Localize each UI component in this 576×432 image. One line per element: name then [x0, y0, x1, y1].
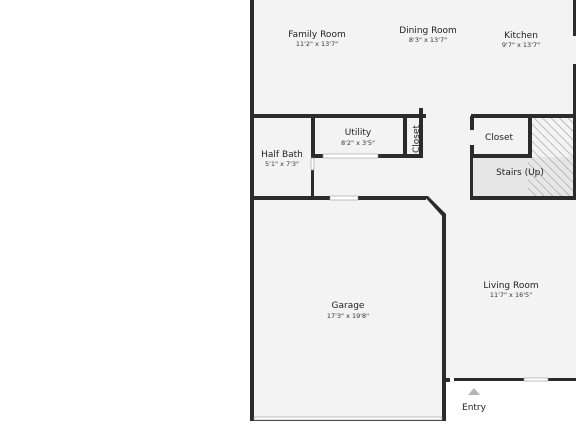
- room-dims-utility: 8'2" x 3'5": [341, 139, 375, 147]
- stairs: [471, 118, 576, 197]
- room-name-utility: Utility: [345, 128, 372, 138]
- room-name-family-room: Family Room: [288, 30, 345, 40]
- room-name-closet-utility: Closet: [412, 125, 422, 154]
- room-name-garage: Garage: [332, 301, 365, 311]
- room-name-half-bath: Half Bath: [261, 150, 303, 160]
- entry-label: Entry: [462, 403, 487, 413]
- room-dims-dining-room: 8'3" x 13'7": [409, 36, 447, 44]
- floor-area: [251, 0, 576, 432]
- room-name-dining-room: Dining Room: [399, 26, 457, 36]
- room-dims-half-bath: 5'1" x 7'3": [265, 160, 299, 168]
- room-dims-family-room: 11'2" x 13'7": [296, 40, 338, 48]
- room-name-living-room: Living Room: [483, 281, 538, 291]
- room-name-closet-stairs: Closet: [485, 133, 514, 143]
- room-name-kitchen: Kitchen: [504, 31, 538, 41]
- room-dims-kitchen: 9'7" x 13'7": [502, 41, 540, 49]
- room-dims-living-room: 11'7" x 16'5": [490, 291, 532, 299]
- openings: [253, 153, 549, 421]
- entry-arrow-icon: [468, 388, 480, 395]
- room-dims-garage: 17'3" x 19'8": [327, 312, 369, 320]
- room-name-stairs: Stairs (Up): [496, 168, 544, 178]
